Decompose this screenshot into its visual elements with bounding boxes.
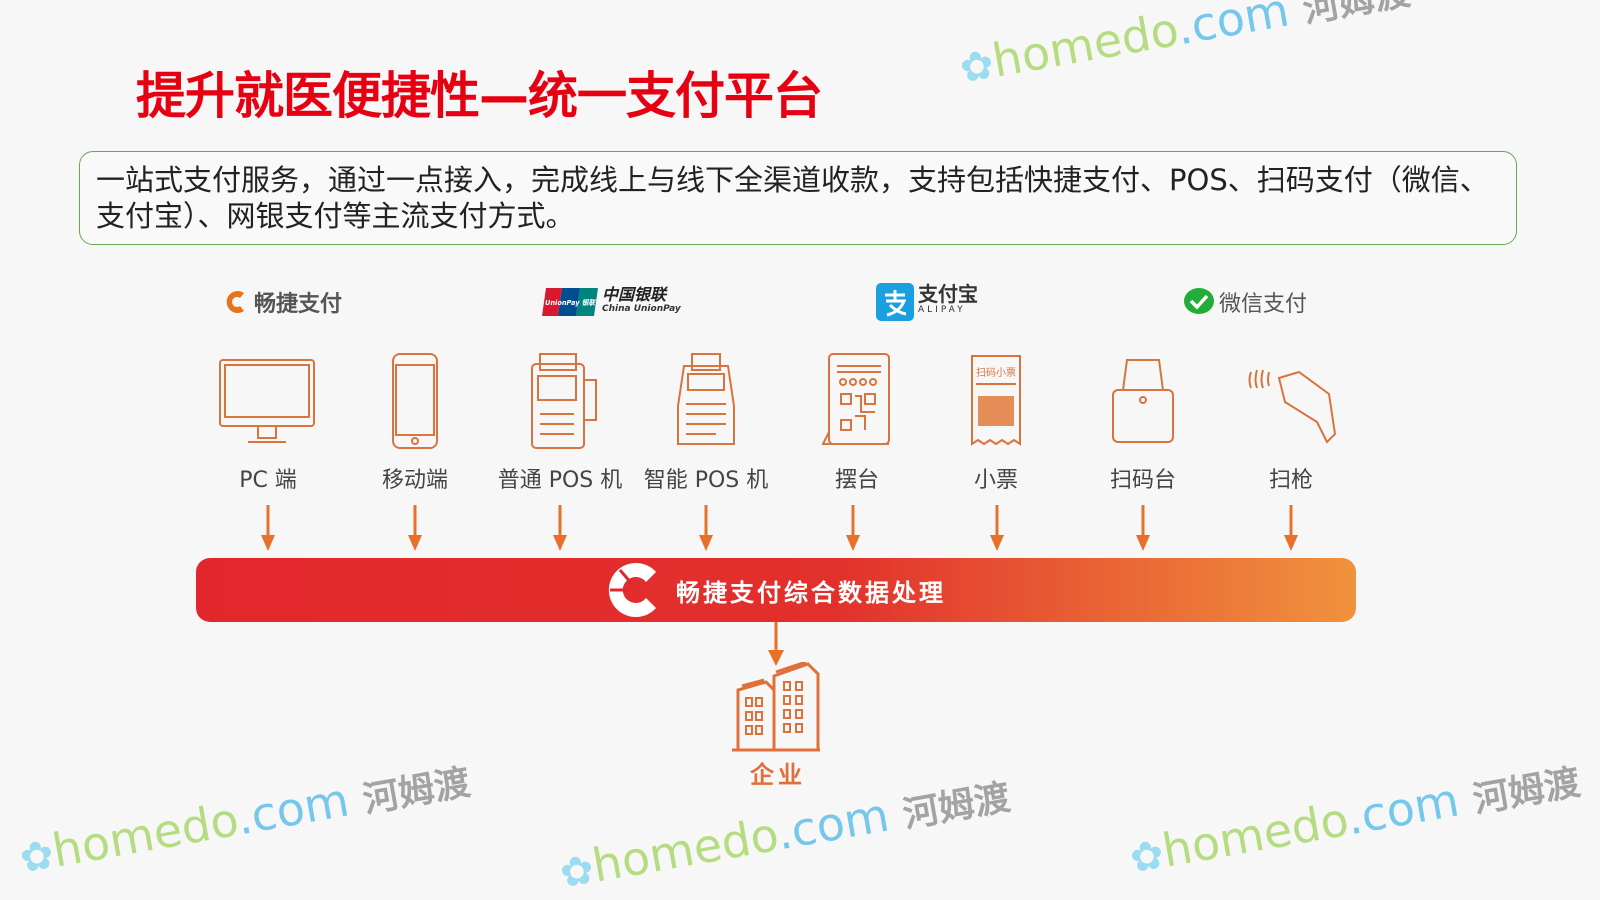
unionpay-logo-icon: UnionPay 银联 xyxy=(542,288,598,316)
arrow-down-icon xyxy=(768,622,784,666)
arrow-down-icon xyxy=(261,505,275,551)
changjie-logo-icon xyxy=(608,563,656,617)
receipt-icon: 扫码小票 xyxy=(941,352,1051,456)
device-label-receipt: 小票 xyxy=(973,468,1018,493)
pos-terminal-icon xyxy=(505,352,615,456)
page-title: 提升就医便捷性—统一支付平台 xyxy=(136,67,823,125)
receipt-text: 扫码小票 xyxy=(976,366,1016,379)
watermark: ✿homedo.com 河姆渡 xyxy=(16,762,474,883)
brand-changjie: 畅捷支付 xyxy=(222,282,342,322)
description-box: 一站式支付服务，通过一点接入，完成线上与线下全渠道收款，支持包括快捷支付、POS… xyxy=(79,151,1517,245)
wechat-pay-logo-icon xyxy=(1184,288,1214,314)
unionpay-badge-text: UnionPay 银联 xyxy=(545,298,596,307)
arrow-down-icon xyxy=(846,505,860,551)
brand-label: 中国银联 xyxy=(602,285,667,304)
arrow-down-icon xyxy=(408,505,422,551)
brand-sub: China UnionPay xyxy=(602,304,681,314)
device-label-stand: 摆台 xyxy=(834,468,879,493)
watermark: ✿homedo.com 河姆渡 xyxy=(1126,762,1584,883)
qr-stand-icon xyxy=(802,352,912,456)
changjie-logo-icon xyxy=(226,291,244,313)
watermark: ✿homedo.com 河姆渡 xyxy=(956,0,1414,93)
brand-label: 微信支付 xyxy=(1219,292,1308,317)
brand-label: 畅捷支付 xyxy=(254,292,343,317)
brand-wechatpay: 微信支付 xyxy=(1183,282,1307,322)
arrow-down-icon xyxy=(1284,505,1298,551)
smart-pos-icon xyxy=(651,352,761,456)
arrow-down-icon xyxy=(990,505,1004,551)
device-label-pc: PC 端 xyxy=(239,468,297,493)
device-label-gun: 扫枪 xyxy=(1268,468,1313,493)
brand-label: 支付宝 xyxy=(918,282,978,306)
monitor-icon xyxy=(213,352,323,456)
arrow-down-icon xyxy=(553,505,567,551)
brand-sub: ALIPAY xyxy=(918,305,966,315)
arrow-down-icon xyxy=(699,505,713,551)
processing-label: 畅捷支付综合数据处理 xyxy=(676,578,946,607)
scan-gun-icon xyxy=(1236,352,1346,456)
device-label-pos: 普通 POS 机 xyxy=(497,468,623,493)
phone-icon xyxy=(360,352,470,456)
device-label-mobile: 移动端 xyxy=(381,468,448,493)
arrow-down-icon xyxy=(1136,505,1150,551)
alipay-logo-icon xyxy=(876,283,914,321)
building-icon xyxy=(732,662,820,752)
device-label-smart-pos: 智能 POS 机 xyxy=(643,468,769,493)
device-label-scanner: 扫码台 xyxy=(1109,468,1176,493)
enterprise-label: 企业 xyxy=(750,761,806,789)
scanner-box-icon xyxy=(1088,352,1198,456)
processing-bar: 畅捷支付综合数据处理 xyxy=(196,558,1356,622)
